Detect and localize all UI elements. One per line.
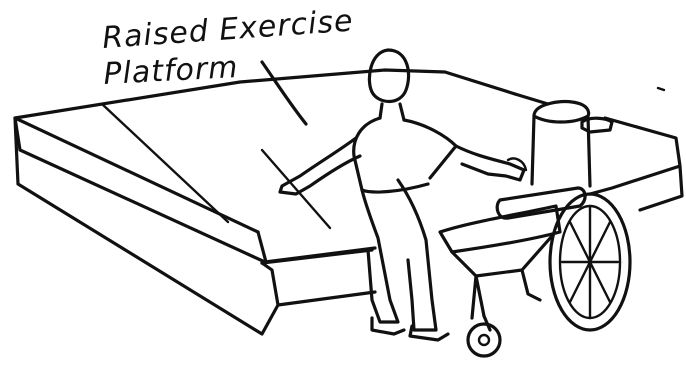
person-figure: [280, 50, 526, 340]
person-head: [369, 50, 408, 102]
platform-label: Raised Exercise Platform: [101, 4, 354, 92]
platform-mat-seam-1: [102, 104, 228, 222]
platform-front-edge: [262, 250, 375, 305]
person-torso: [354, 118, 456, 192]
wheelchair-caster-hub: [479, 335, 489, 345]
wheelchair-handle: [582, 118, 612, 132]
wheelchair-frame: [452, 236, 552, 316]
person-right-arm: [456, 146, 524, 180]
label-line-1: Raised Exercise: [101, 4, 354, 56]
person-legs: [362, 180, 436, 330]
wheelchair: [440, 102, 630, 356]
wheelchair-front-caster: [468, 324, 500, 356]
wheelchair-backrest: [532, 102, 590, 186]
sketch-mark: [658, 88, 664, 90]
platform-side: [15, 118, 278, 334]
label-pointer-line: [262, 62, 306, 124]
person-neck: [380, 104, 404, 120]
wheelchair-spokes: [562, 206, 618, 318]
